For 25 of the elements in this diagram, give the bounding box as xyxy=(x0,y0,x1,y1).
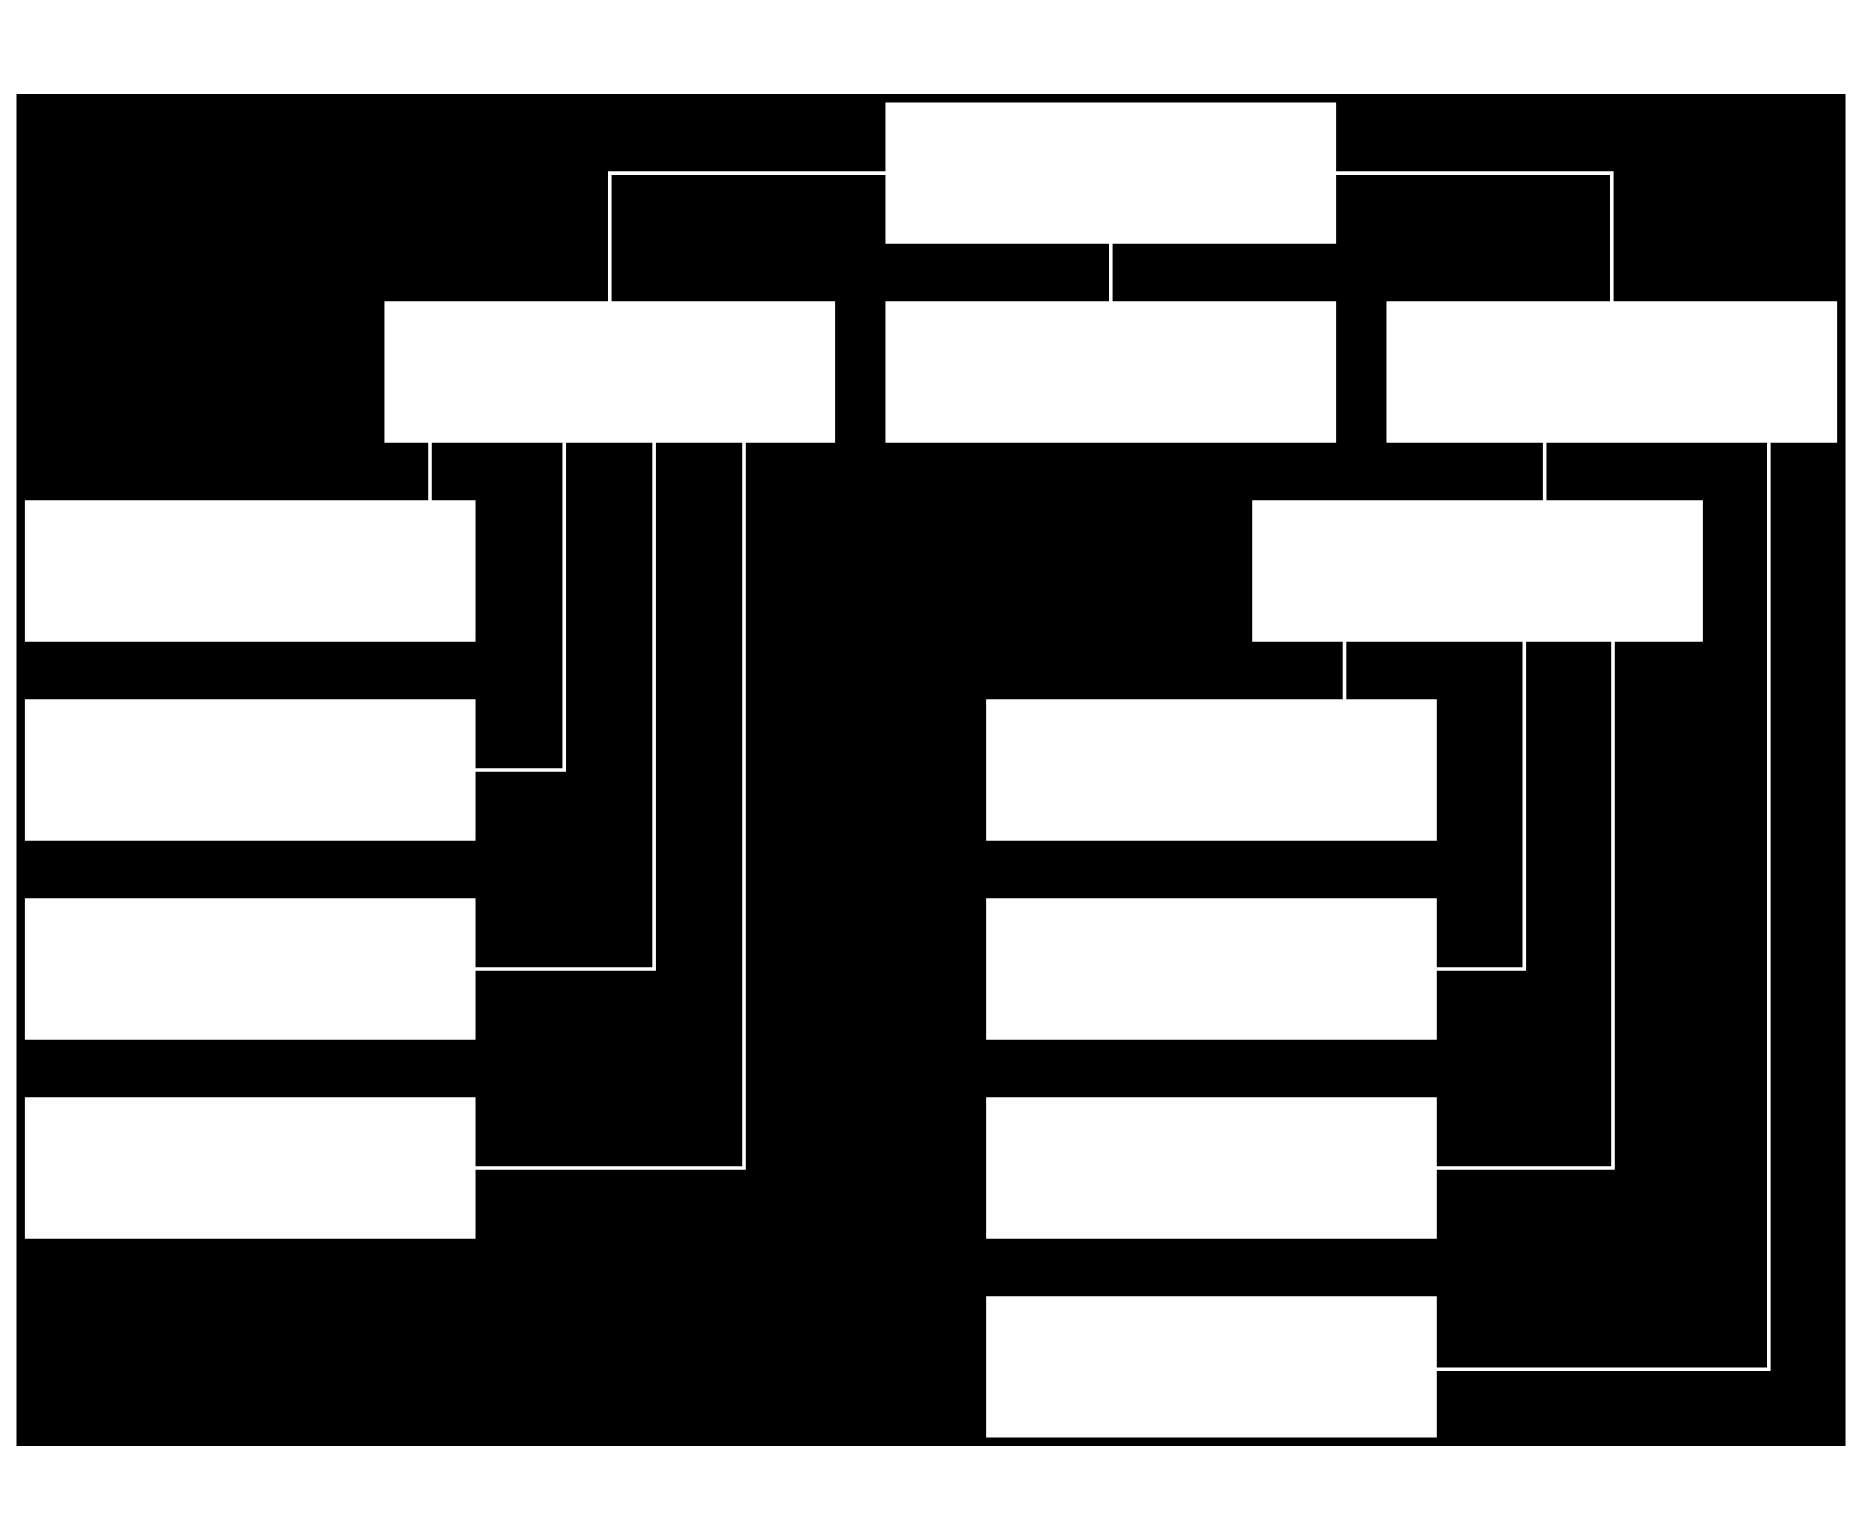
node-box xyxy=(986,1295,1437,1437)
connector xyxy=(474,441,746,1169)
node-box xyxy=(885,300,1337,442)
node-box xyxy=(1386,300,1838,442)
node-box xyxy=(986,1096,1437,1238)
connector xyxy=(1435,639,1615,1169)
connector xyxy=(1436,640,1527,970)
connector xyxy=(1435,441,1771,1371)
connector xyxy=(474,440,656,970)
node-box xyxy=(24,698,476,840)
connector xyxy=(1342,639,1347,700)
node-box xyxy=(986,897,1437,1039)
connector xyxy=(475,441,567,771)
node-box xyxy=(24,897,476,1039)
connector xyxy=(608,170,886,302)
node-box xyxy=(1252,499,1703,641)
node-box xyxy=(384,300,836,442)
connector xyxy=(1335,170,1614,302)
connector xyxy=(428,440,432,501)
connector xyxy=(1542,440,1547,501)
connector xyxy=(1109,241,1113,302)
node-box xyxy=(24,499,476,641)
node-box xyxy=(24,1096,476,1238)
node-box xyxy=(885,101,1337,243)
node-box xyxy=(986,698,1437,840)
